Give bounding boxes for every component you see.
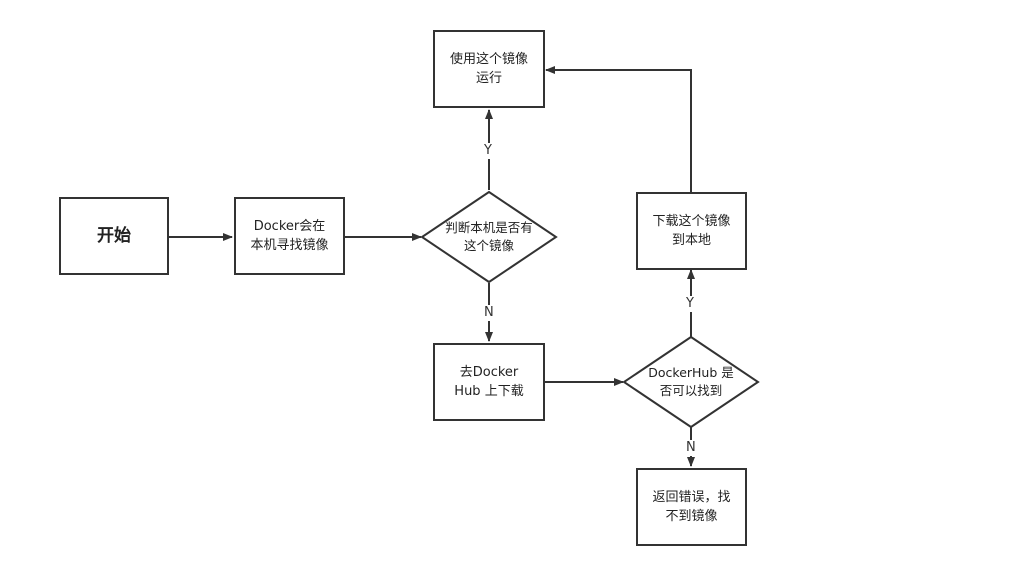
- run-image-label: 使用这个镜像 运行: [449, 52, 528, 86]
- search-local-node: Docker会在 本机寻找镜像: [234, 197, 345, 275]
- go-dockerhub-node: 去Docker Hub 上下载: [433, 343, 545, 421]
- decision-local-label: 判断本机是否有 这个镜像: [445, 220, 533, 253]
- edge-label-local-yes: Y: [482, 143, 494, 159]
- decision-hub-shape: [622, 335, 760, 429]
- error-node: 返回错误，找 不到镜像: [636, 468, 747, 546]
- error-label: 返回错误，找 不到镜像: [652, 490, 731, 524]
- download-local-label: 下载这个镜像 到本地: [652, 214, 731, 248]
- run-image-node: 使用这个镜像 运行: [433, 30, 545, 108]
- decision-hub-label: DockerHub 是 否可以找到: [648, 365, 734, 398]
- start-node-label: 开始: [97, 225, 131, 246]
- edge-label-hub-no: N: [684, 440, 698, 456]
- start-node: 开始: [59, 197, 169, 275]
- edge-label-hub-yes: Y: [684, 296, 696, 312]
- search-local-label: Docker会在 本机寻找镜像: [250, 219, 329, 253]
- download-local-node: 下载这个镜像 到本地: [636, 192, 747, 270]
- go-dockerhub-label: 去Docker Hub 上下载: [454, 365, 524, 399]
- edge-label-local-no: N: [482, 305, 496, 321]
- decision-local-shape: [420, 190, 558, 284]
- edge-download-to-run: [545, 66, 692, 192]
